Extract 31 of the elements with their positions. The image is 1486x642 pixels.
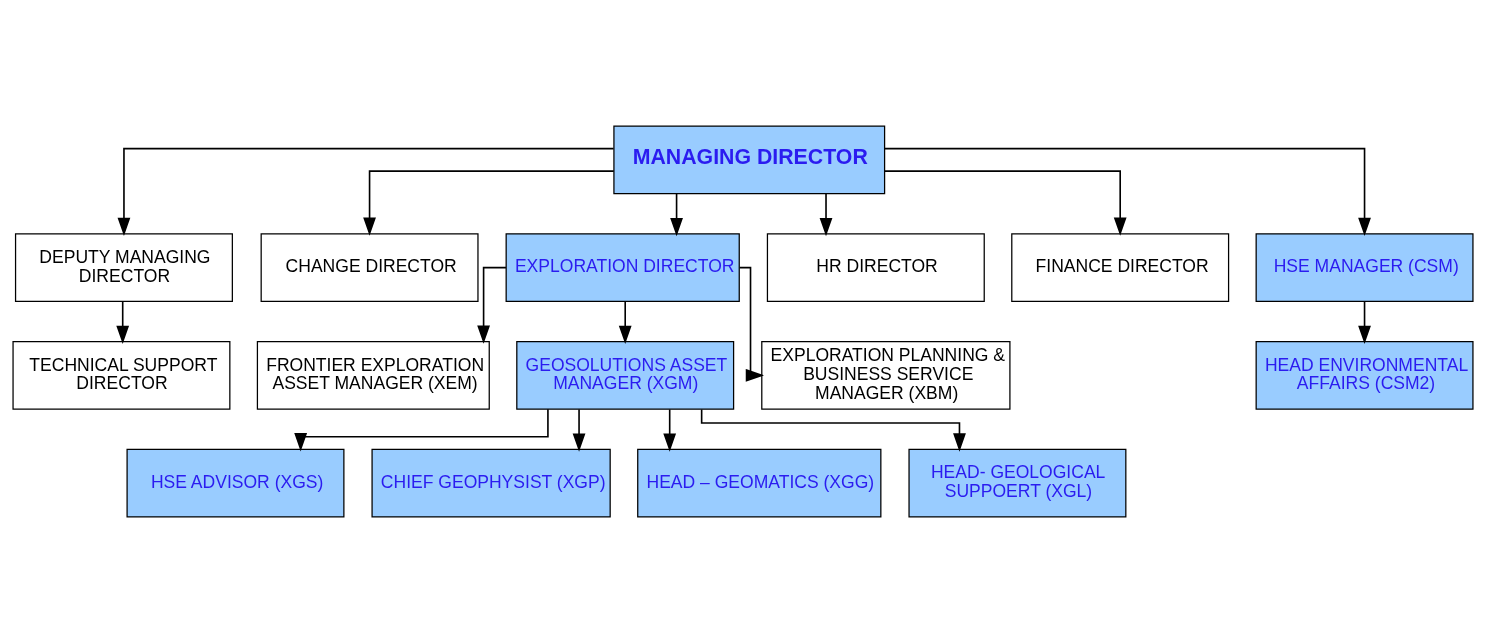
arrow — [670, 192, 683, 236]
arrow — [883, 147, 1371, 236]
node-box: HEAD- GEOLOGICAL SUPPOERT (XGL) — [908, 448, 1127, 518]
node-box: MANAGING DIRECTOR — [613, 124, 886, 194]
arrow — [363, 169, 615, 236]
node-box: EXPLORATION DIRECTOR — [505, 232, 740, 302]
arrow — [738, 266, 765, 382]
node-box: FRONTIER EXPLORATION ASSET MANAGER (XEM) — [256, 340, 490, 410]
arrow — [663, 408, 677, 452]
arrow — [618, 300, 632, 344]
arrow — [700, 408, 966, 452]
arrow — [116, 300, 130, 344]
node-box: CHANGE DIRECTOR — [260, 232, 479, 302]
node-box: HEAD – GEOMATICS (XGG) — [637, 448, 882, 518]
node-box: GEOSOLUTIONS ASSET MANAGER (XGM) — [516, 340, 735, 410]
arrow — [477, 266, 507, 344]
arrow — [572, 408, 586, 452]
arrow — [117, 147, 615, 236]
node-box: TECHNICAL SUPPORT DIRECTOR — [12, 340, 231, 410]
node-box: HSE MANAGER (CSM) — [1255, 232, 1474, 302]
node-box: EXPLORATION PLANNING & BUSINESS SERVICE MANAGER (XBM) — [761, 340, 1011, 410]
arrow — [883, 169, 1127, 236]
node-box: CHIEF GEOPHYSIST (XGP) — [371, 448, 611, 518]
arrow — [1358, 300, 1371, 344]
node-box: HR DIRECTOR — [766, 232, 985, 302]
node-box: HEAD ENVIRONMENTAL AFFAIRS (CSM2) — [1255, 340, 1474, 410]
node-box: DEPUTY MANAGING DIRECTOR — [14, 232, 233, 302]
arrow — [294, 408, 549, 451]
node-box: FINANCE DIRECTOR — [1011, 232, 1230, 302]
arrow — [819, 192, 833, 236]
node-box: HSE ADVISOR (XGS) — [126, 448, 345, 518]
